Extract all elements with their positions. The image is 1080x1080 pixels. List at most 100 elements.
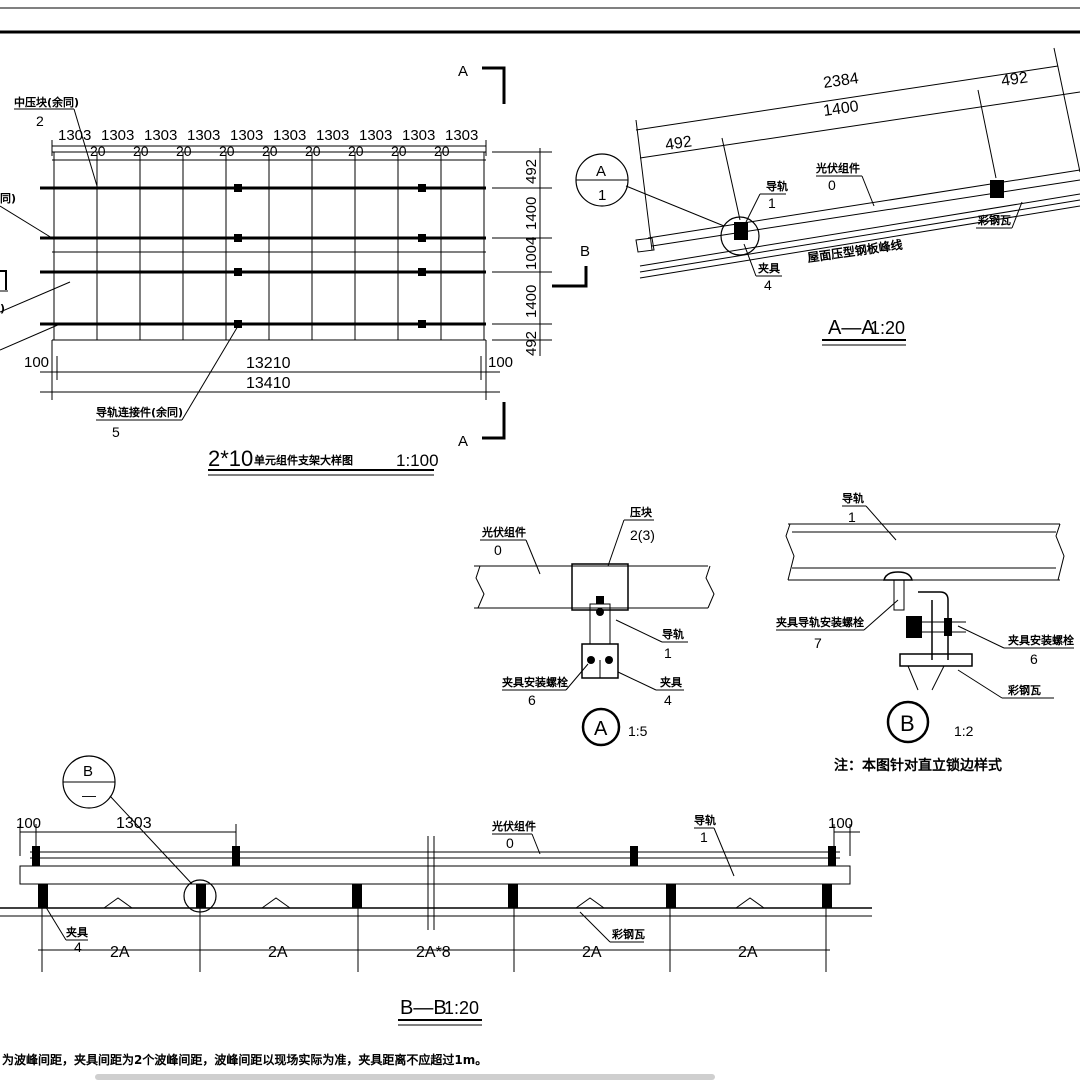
section-aa: A 1 2384 1400 492 492 光伏组件 0 导轨 1 夹具 4 屋… (575, 47, 1080, 346)
plan-row-dim: 1004 (523, 237, 540, 270)
bb-spacing: 2A (582, 944, 602, 961)
plan-middle-clamp-label: 中压块(余同) (14, 95, 79, 109)
da-module-label: 光伏组件 (481, 525, 526, 539)
plan-row-dim: 492 (523, 159, 540, 184)
bb-title: B—B (400, 997, 447, 1019)
db-clamp-bolt-label: 夹具安装螺栓 (1008, 633, 1074, 647)
bb-scale: 1:20 (444, 998, 479, 1018)
bb-rail-no: 1 (700, 829, 708, 845)
aa-dim-left: 492 (664, 133, 693, 154)
plan-cut-label: 同) (0, 192, 16, 205)
bb-edge-right: 100 (828, 815, 853, 832)
aa-roof-label: 彩钢瓦 (977, 213, 1011, 227)
bb-spacing: 2A (738, 944, 758, 961)
aa-dim-middle: 1400 (822, 98, 860, 120)
bb-roof-label: 彩钢瓦 (611, 927, 645, 941)
bb-panel-width: 1303 (116, 815, 152, 832)
bb-clamp-label: 夹具 (66, 925, 88, 939)
bb-spacing: 2A*8 (416, 944, 451, 961)
da-bolt-no: 6 (528, 692, 536, 708)
plan-gap-dim: 20 (348, 143, 364, 159)
bb-rail-label: 导轨 (694, 813, 716, 827)
plan-gap-dim: 20 (391, 143, 407, 159)
aa-ridge-label: 屋面压型钢板峰线 (806, 237, 903, 265)
db-rail-label: 导轨 (842, 491, 864, 505)
plan-gap-dim: 20 (219, 143, 235, 159)
footer-note: 为波峰间距，夹具间距为2个波峰间距，波峰间距以现场实际为准，夹具距离不应超过1m… (2, 1052, 487, 1067)
plan-gap-dim: 20 (434, 143, 450, 159)
plan-gap-dim: 20 (176, 143, 192, 159)
da-scale: 1:5 (628, 723, 648, 739)
db-roof-label: 彩钢瓦 (1007, 683, 1041, 697)
plan-panel-dim: 1303 (187, 127, 220, 144)
aa-clamp-left (734, 222, 748, 240)
bb-clamp-no: 4 (74, 939, 82, 955)
bb-module-label: 光伏组件 (491, 819, 536, 833)
detail-b: 导轨 1 夹具导轨安装螺栓 7 夹具安装螺栓 6 彩钢瓦 B 1:2 注：本图针… (776, 491, 1074, 774)
plan-inner-length: 13210 (246, 355, 291, 372)
aa-rail-label: 导轨 (766, 179, 788, 193)
plan-panel-dim: 1303 (273, 127, 306, 144)
bb-spacing: 2A (110, 944, 130, 961)
da-clamp-no: 4 (664, 692, 672, 708)
aa-module-no: 0 (828, 177, 836, 193)
plan-section-a-bottom: A (458, 433, 468, 450)
plan-gap-dim: 20 (305, 143, 321, 159)
da-marker-circle (581, 707, 621, 747)
horizontal-scrollbar[interactable] (95, 1074, 715, 1080)
bb-callout-letter: B (83, 763, 93, 780)
bb-spacing: 2A (268, 944, 288, 961)
plan-row-dim: 492 (523, 331, 540, 356)
detail-a: 光伏组件 0 压块 2(3) 导轨 1 夹具安装螺栓 6 夹具 4 A 1:5 (474, 505, 715, 747)
plan-edge-dim-left: 100 (24, 354, 49, 371)
da-rail-label: 导轨 (662, 627, 684, 641)
plan-edge-dim-right: 100 (488, 354, 513, 371)
plan-scale: 1:100 (396, 451, 439, 470)
aa-title: A—A (828, 317, 875, 339)
plan-title: 2*10 (208, 446, 253, 471)
plan-gap-dim: 20 (262, 143, 278, 159)
aa-callout-letter: A (596, 163, 606, 180)
aa-clamp-label: 夹具 (758, 261, 780, 275)
plan-panel-dim: 1303 (144, 127, 177, 144)
plan-panel-dim: 1303 (316, 127, 349, 144)
bb-callout-no: — (82, 787, 96, 803)
da-block-no: 2(3) (630, 527, 655, 543)
plan-panel-dim: 1303 (359, 127, 392, 144)
plan-gap-dim: 20 (90, 143, 106, 159)
bb-module-no: 0 (506, 835, 514, 851)
da-rail-no: 1 (664, 645, 672, 661)
da-module-no: 0 (494, 542, 502, 558)
plan-row-dim: 1400 (523, 197, 540, 230)
db-rail-bolt-label: 夹具导轨安装螺栓 (776, 615, 864, 629)
plan-rail-connector-label: 导轨连接件(余同) (96, 405, 183, 419)
plan-gap-dim: 20 (133, 143, 149, 159)
plan-section-a-top: A (458, 63, 468, 80)
aa-dim-right: 492 (1000, 69, 1029, 90)
da-clamp-label: 夹具 (660, 675, 682, 689)
plan-cut-label-2: ) (0, 302, 5, 315)
plan-panel-dim: 1303 (402, 127, 435, 144)
db-rail-no: 1 (848, 509, 856, 525)
plan-middle-clamp-no: 2 (36, 113, 44, 129)
aa-callout-no: 1 (598, 187, 606, 204)
aa-dim-total: 2384 (822, 70, 860, 92)
plan-panel-dim: 1303 (58, 127, 91, 144)
aa-rail-no: 1 (768, 195, 776, 211)
da-block-label: 压块 (630, 505, 653, 519)
db-scale: 1:2 (954, 723, 974, 739)
db-marker-circle (886, 700, 930, 744)
plan-total-length: 13410 (246, 375, 291, 392)
plan-title-cn: 单元组件支架大样图 (254, 453, 353, 467)
plan-panel-dim: 1303 (230, 127, 263, 144)
plan-row-dim: 1400 (523, 285, 540, 318)
da-letter: A (594, 718, 608, 740)
db-note: 注：本图针对直立锁边样式 (834, 757, 1002, 774)
aa-scale: 1:20 (870, 318, 905, 338)
plan-section-b: B (580, 243, 590, 260)
plan-panel-dim: 1303 (445, 127, 478, 144)
db-clamp-bolt-no: 6 (1030, 651, 1038, 667)
plan-panel-dim: 1303 (101, 127, 134, 144)
plan-rail-connector-no: 5 (112, 424, 120, 440)
